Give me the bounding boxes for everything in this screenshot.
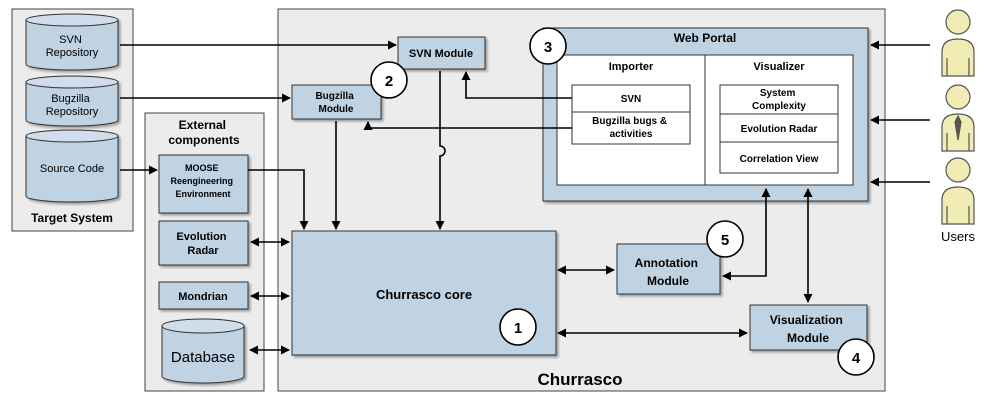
bugzilla-repository-label: Bugzilla Repository: [46, 93, 99, 118]
number-circle-1: 1: [499, 308, 537, 346]
svg-text:Bugzilla bugs & activiti: Bugzilla bugs & activities: [592, 116, 670, 140]
bugzilla-module-box: Bugzilla Module: [291, 84, 382, 120]
visualizer-system-complexity-box: System Complexity: [719, 84, 839, 115]
number-circle-4: 4: [837, 338, 875, 376]
svn-module-box: SVN Module: [397, 36, 486, 70]
target-system-title: Target System: [31, 211, 113, 225]
source-code-repository: [25, 129, 119, 203]
importer-svn-to-module-arrow: [461, 71, 572, 99]
svnmodule-to-core-arrow: [435, 71, 446, 230]
svg-text:1: 1: [514, 320, 522, 337]
database-label: Database: [171, 349, 235, 366]
annotation-module-box: Annotation Module: [616, 243, 721, 295]
visualizer-title: Visualizer: [753, 61, 805, 73]
connectors: [120, 40, 930, 355]
svg-text:Bugzilla Module: Bugzilla Module: [315, 91, 356, 115]
user-icon-1: [941, 9, 975, 77]
external-components-title: External components: [168, 118, 240, 147]
users-label: Users: [941, 229, 975, 244]
user-icon-3: [941, 157, 975, 225]
svg-text:2: 2: [385, 73, 393, 90]
importer-svn-box: SVN: [571, 84, 691, 113]
svg-text:SVN Module: SVN Module: [409, 48, 473, 60]
churrasco-title: Churrasco: [537, 370, 622, 389]
number-circle-3: 3: [529, 27, 567, 65]
importer-title: Importer: [609, 61, 654, 73]
svg-text:Evolution Radar: Evolution Radar: [741, 124, 818, 135]
svn-repository: [25, 13, 119, 71]
svg-text:3: 3: [544, 39, 552, 56]
mondrian-box: Mondrian: [158, 281, 249, 310]
svg-text:4: 4: [852, 350, 861, 367]
importer-bugzilla-box: Bugzilla bugs & activities: [571, 111, 691, 145]
visualization-module-box: Visualization Module: [749, 304, 868, 351]
svg-text:Evolution Radar: Evolution Radar: [176, 231, 229, 257]
user-icon-2: [941, 84, 975, 152]
number-circle-2: 2: [370, 61, 408, 99]
visualizer-evolution-radar-box: Evolution Radar: [719, 113, 839, 143]
database-cylinder: [161, 318, 245, 384]
moose-box: MOOSE Reengineering Environment: [158, 154, 249, 214]
svg-text:SVN: SVN: [621, 94, 642, 105]
svn-repository-label: SVN Repository: [46, 34, 99, 59]
importer-bugzilla-to-module-arrow: [363, 121, 572, 130]
evolution-radar-box: Evolution Radar: [158, 220, 249, 266]
svg-text:Mondrian: Mondrian: [178, 291, 228, 303]
web-portal-title: Web Portal: [674, 31, 736, 45]
number-circle-5: 5: [706, 220, 744, 258]
svg-text:Visualization Module: Visualization Module: [770, 313, 846, 345]
annotation-webportal-arrow: [722, 188, 771, 281]
source-code-label: Source Code: [40, 163, 104, 175]
svg-text:Annotation Module: Annotation Module: [635, 256, 702, 288]
svg-text:Churrasco core: Churrasco core: [376, 287, 472, 302]
visualizer-correlation-view-box: Correlation View: [719, 141, 839, 174]
svg-text:Correlation View: Correlation View: [740, 154, 819, 165]
svg-text:MOOSE Reengineering: MOOSE Reengineering Environment: [170, 163, 235, 199]
bugzilla-repository: [25, 75, 119, 127]
moose-to-core-arrow: [248, 169, 309, 230]
svg-text:System Complexity: System Complexity: [752, 88, 806, 112]
svg-text:5: 5: [721, 232, 729, 249]
